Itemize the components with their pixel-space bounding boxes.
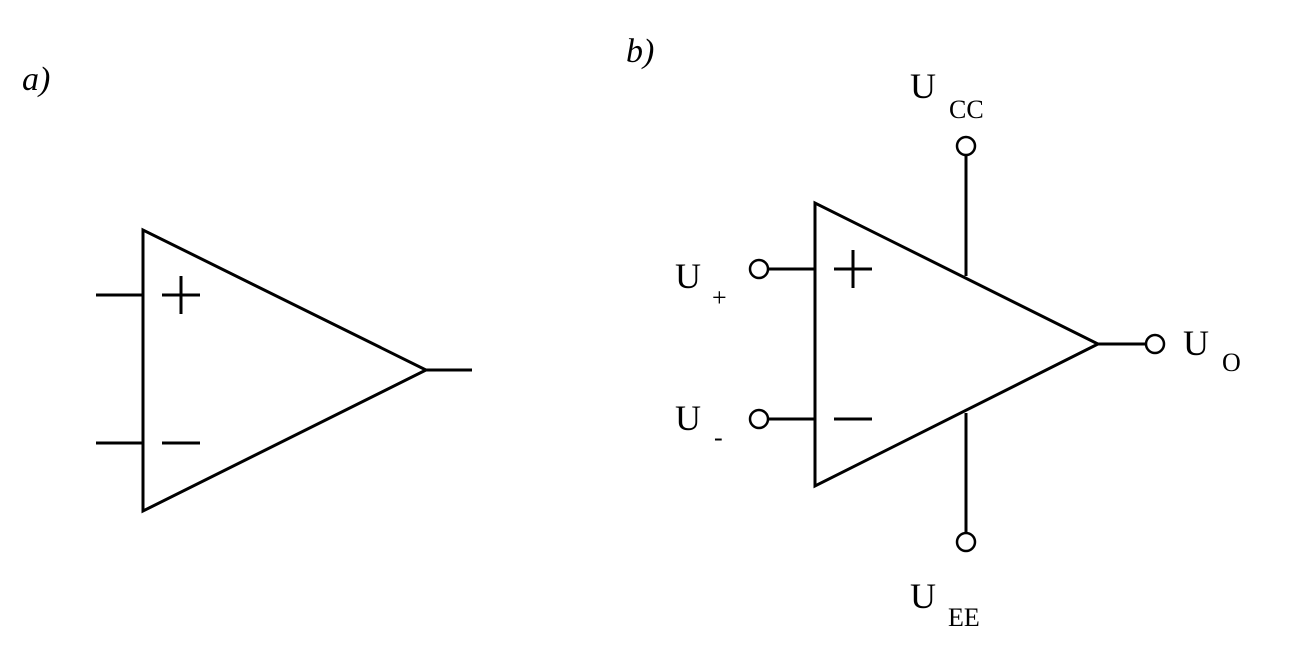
opamp-symbol-b bbox=[748, 135, 1166, 553]
label-noninverting-input-sub: + bbox=[712, 283, 727, 312]
opamp-symbol-a bbox=[96, 227, 472, 514]
label-supply-positive-sub: CC bbox=[949, 95, 984, 124]
label-inverting-input-main: U bbox=[675, 398, 701, 438]
label-inverting-input: U - bbox=[675, 398, 723, 452]
panel-b-label: b) bbox=[626, 33, 654, 70]
plus-sign-b bbox=[834, 250, 872, 288]
terminal-output bbox=[1144, 333, 1166, 355]
terminal-noninverting-input bbox=[748, 258, 770, 280]
label-supply-positive-main: U bbox=[910, 66, 936, 106]
terminal-supply-negative bbox=[955, 531, 977, 553]
opamp-b-triangle bbox=[813, 200, 1102, 489]
label-supply-negative-sub: EE bbox=[948, 603, 980, 632]
label-output-main: U bbox=[1183, 323, 1209, 363]
terminal-inverting-input bbox=[748, 408, 770, 430]
plus-sign-a bbox=[162, 276, 200, 314]
opamp-a-triangle bbox=[141, 227, 430, 514]
label-output-sub: O bbox=[1222, 348, 1241, 377]
label-noninverting-input-main: U bbox=[675, 256, 701, 296]
label-supply-negative-main: U bbox=[910, 576, 936, 616]
panel-a-label: a) bbox=[22, 61, 50, 98]
label-inverting-input-sub: - bbox=[714, 423, 723, 452]
label-supply-positive: U CC bbox=[910, 66, 984, 124]
terminal-supply-positive bbox=[955, 135, 977, 157]
label-output: U O bbox=[1183, 323, 1241, 377]
label-supply-negative: U EE bbox=[910, 576, 980, 632]
label-noninverting-input: U + bbox=[675, 256, 727, 312]
